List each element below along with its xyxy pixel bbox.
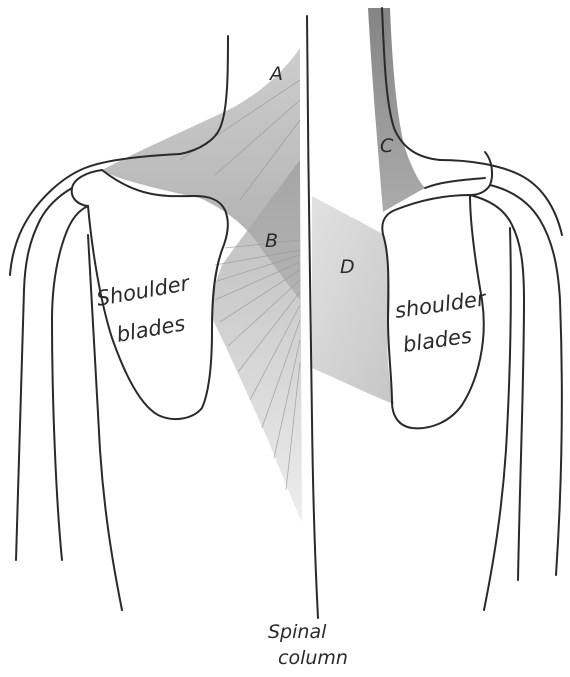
spinal-column-label-line1: Spinal	[268, 621, 327, 643]
right-arm-outer	[490, 185, 562, 575]
spinal-column-label-line2: column	[278, 647, 348, 669]
right-shoulder-outline	[440, 160, 562, 235]
right-blade-label-line2: blades	[401, 324, 473, 357]
label-b: B	[265, 230, 278, 252]
left-blade-label-line1: Shoulder	[95, 271, 193, 311]
label-a: A	[268, 63, 283, 85]
right-torso-line	[484, 228, 511, 610]
right-acromion	[470, 152, 492, 195]
muscle-c-shading	[368, 8, 425, 212]
left-arm-outer	[16, 188, 72, 560]
label-d: D	[340, 256, 355, 278]
left-acromion	[72, 170, 102, 206]
left-blade-label-line2: blades	[115, 311, 187, 347]
right-blade-label-line1: shoulder	[393, 286, 488, 323]
right-arm-inner	[470, 195, 524, 580]
right-scapula-spine	[425, 178, 485, 188]
left-arm-inner	[52, 206, 88, 560]
label-c: C	[380, 135, 394, 157]
